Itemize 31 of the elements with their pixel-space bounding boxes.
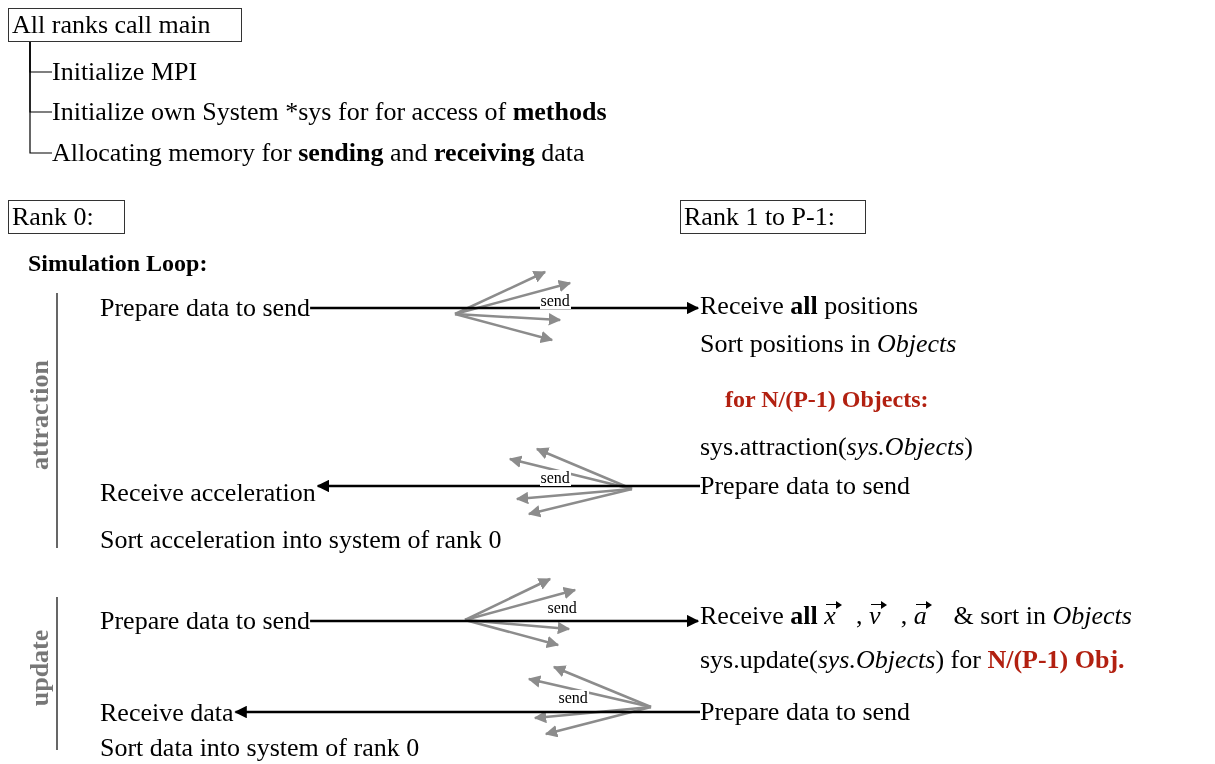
- note-text: sys.update(sys.Objects) for N/(P-1) Obj.: [700, 645, 1125, 675]
- arrow: [316, 479, 700, 493]
- tree-connector: [29, 41, 53, 154]
- note-text: Sort acceleration into system of rank 0: [100, 525, 502, 555]
- loop-heading: for N/(P-1) Objects:: [725, 385, 929, 414]
- heading-text: Simulation Loop:: [28, 249, 208, 278]
- step-text: Initialize own System *sys for for access of methods: [52, 97, 607, 127]
- phase-label: attraction: [24, 360, 55, 470]
- phase-label: update: [24, 629, 55, 707]
- edge-label: send: [539, 293, 571, 309]
- note-text: sys.attraction(sys.Objects): [700, 432, 973, 462]
- note-text: Sort positions in Objects: [700, 329, 957, 359]
- arrow: [310, 614, 700, 628]
- step-text: Prepare data to send: [100, 606, 311, 636]
- step-text: Receive data: [100, 698, 234, 728]
- edge-label: send: [557, 690, 589, 706]
- edge-label: send: [546, 600, 578, 616]
- step-text: Prepare data to send: [700, 471, 911, 501]
- step-text: Prepare data to send: [100, 293, 311, 323]
- arrow: [234, 705, 700, 719]
- step-text: Prepare data to send: [700, 697, 911, 727]
- process-box: All ranks call main: [8, 8, 242, 42]
- step-text: Allocating memory for sending and receiving data: [52, 138, 585, 168]
- step-text: Receive all positions: [700, 291, 919, 321]
- arrow: [310, 301, 700, 315]
- step-text: Receive acceleration: [100, 478, 316, 508]
- rank-box: Rank 0:: [8, 200, 125, 234]
- edge-label: send: [539, 470, 571, 486]
- step-text: Initialize MPI: [52, 57, 198, 87]
- note-text: Sort data into system of rank 0: [100, 733, 420, 763]
- rank-box: Rank 1 to P-1:: [680, 200, 866, 234]
